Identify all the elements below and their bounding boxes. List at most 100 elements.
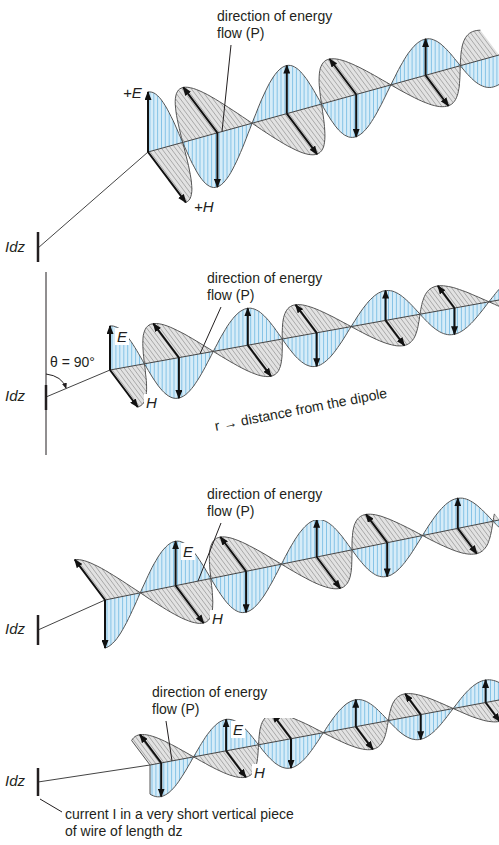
e-field-arrow — [316, 520, 318, 557]
electric-lobe-fill — [391, 39, 460, 85]
electric-lobe-outline — [493, 521, 499, 527]
radial-line — [38, 152, 148, 248]
electric-lobe-hatch — [185, 124, 251, 188]
magnetic-lobe-hatch — [150, 143, 192, 202]
magnetic-lobe-outline — [493, 514, 494, 521]
h-field-arrow — [486, 703, 499, 722]
e-field-arrow — [245, 571, 247, 612]
dipole-symbol — [37, 615, 40, 645]
leader-line — [166, 721, 172, 761]
h-field-arrow — [438, 286, 455, 308]
radial-line — [46, 370, 110, 397]
dipole-label: Idz — [5, 620, 25, 637]
leader-line — [198, 523, 221, 581]
electric-lobe-fill — [211, 564, 282, 612]
electric-lobe-fill — [150, 757, 194, 797]
axis-label: r → distance from the dipole — [213, 385, 388, 435]
h-field-arrow — [140, 735, 161, 763]
electric-lobe-outline — [322, 85, 391, 137]
electric-lobe-hatch — [150, 92, 181, 152]
magnetic-lobe-outline — [460, 30, 480, 65]
e-field-arrow — [355, 95, 357, 137]
direction-label: direction of energy flow (P) — [150, 684, 294, 718]
e-field-arrow — [247, 308, 249, 345]
caption-label: current I in a very short vertical piece… — [65, 806, 297, 840]
e-field-arrow — [216, 133, 218, 187]
electric-lobe-outline — [391, 39, 460, 85]
e-field-arrow — [175, 541, 177, 585]
radial-line — [38, 600, 105, 630]
electric-lobe-fill — [110, 326, 144, 370]
wave-panel — [38, 498, 499, 648]
e-field-arrow — [290, 739, 292, 768]
e-field-arrow — [485, 680, 487, 703]
field-label: H — [144, 394, 159, 411]
e-field-arrow — [160, 763, 162, 797]
propagation-axis — [110, 300, 499, 370]
h-field-arrow — [405, 694, 421, 715]
h-field-arrow — [220, 537, 246, 571]
h-field-arrow — [426, 75, 449, 106]
h-field-arrow — [317, 557, 341, 588]
electric-lobe-hatch — [107, 593, 138, 647]
electric-lobe-outline — [211, 564, 282, 612]
electric-lobe-outline — [110, 326, 144, 370]
electric-lobe-hatch — [112, 326, 144, 370]
h-field-arrow — [356, 727, 373, 750]
electric-lobe-fill — [148, 92, 183, 152]
angle-label: θ = 90° — [50, 354, 95, 371]
h-field-arrow — [386, 320, 405, 345]
electric-lobe-hatch — [146, 352, 209, 398]
e-field-arrow — [109, 326, 111, 370]
field-label: E — [115, 328, 129, 345]
electric-lobe-outline — [213, 308, 282, 351]
electric-lobe-outline — [148, 92, 183, 152]
dipole-label: Idz — [5, 238, 25, 255]
e-field-arrow — [104, 600, 106, 648]
leader-line — [222, 45, 231, 132]
magnetic-lobe-outline — [75, 560, 141, 601]
propagation-axis — [148, 55, 499, 152]
field-label: +H — [192, 198, 216, 215]
leader-line — [40, 799, 62, 812]
electric-lobe-outline — [144, 351, 213, 398]
field-label: +E — [121, 84, 144, 101]
h-field-arrow — [248, 345, 271, 376]
h-field-arrow — [176, 586, 204, 623]
e-field-arrow — [457, 498, 459, 528]
wave-panel — [38, 30, 499, 262]
h-field-arrow — [148, 152, 186, 202]
h-field-arrow — [110, 370, 138, 407]
magnetic-lobe-outline — [110, 364, 147, 407]
dipole-axis-line — [46, 272, 47, 455]
direction-label: direction of energy flow (P) — [205, 270, 349, 304]
e-field-arrow — [454, 308, 456, 334]
h-field-arrow — [75, 560, 105, 600]
electric-lobe-outline — [460, 66, 499, 88]
electric-lobe-fill — [140, 541, 211, 593]
magnetic-lobe-fill — [75, 560, 141, 601]
electric-lobe-outline — [150, 757, 194, 797]
h-field-arrow — [183, 87, 217, 132]
h-field-arrow — [153, 324, 179, 358]
h-field-arrow — [226, 751, 246, 777]
dipole-symbol — [37, 768, 40, 796]
electric-lobe-fill — [105, 593, 140, 648]
h-field-arrow — [330, 59, 357, 95]
h-field-arrow — [296, 305, 317, 333]
electric-lobe-fill — [213, 308, 282, 351]
e-field-arrow — [147, 92, 149, 152]
e-field-arrow — [355, 700, 357, 727]
h-field-arrow — [458, 528, 477, 553]
field-label: H — [252, 764, 267, 781]
h-field-arrow — [287, 114, 317, 155]
wave-panel — [46, 286, 499, 410]
dipole-label: Idz — [5, 387, 25, 404]
dipole-label: Idz — [5, 772, 25, 789]
field-label: E — [231, 721, 245, 738]
electric-lobe-fill — [322, 85, 391, 137]
e-field-arrow — [386, 543, 388, 577]
electric-lobe-fill — [144, 351, 213, 398]
